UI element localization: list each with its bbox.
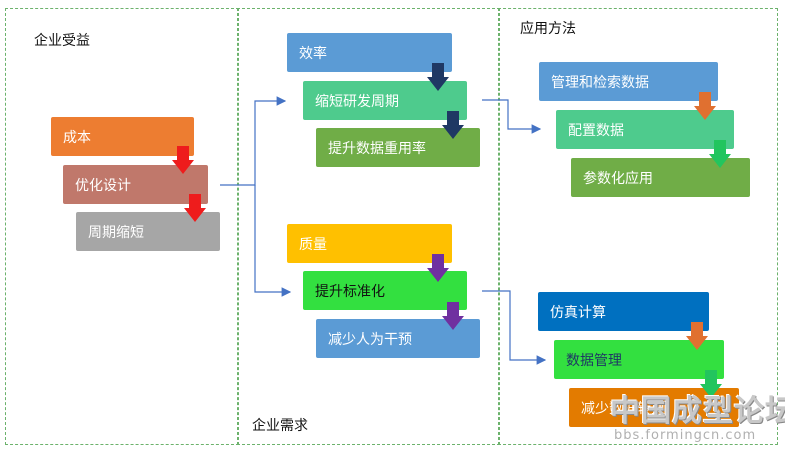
quality-to-sim-method-connector xyxy=(482,290,547,365)
down-arrow-icon xyxy=(427,63,449,91)
needs-panel xyxy=(237,8,500,445)
down-arrow-icon xyxy=(172,146,194,174)
benefit-optimize-design-box: 优化设计 xyxy=(63,165,208,204)
efficiency-box: 效率 xyxy=(287,33,452,72)
quality-box: 质量 xyxy=(287,224,452,263)
down-arrow-icon xyxy=(694,92,716,120)
needs-panel-title: 企业需求 xyxy=(252,418,308,434)
improve-data-reuse-box: 提升数据重用率 xyxy=(316,128,480,167)
benefits-to-quality-connector xyxy=(254,185,292,297)
down-arrow-icon xyxy=(686,322,708,350)
benefits-panel-title: 企业受益 xyxy=(34,33,90,49)
benefit-cost-box: 成本 xyxy=(51,117,194,156)
benefits-panel xyxy=(5,8,239,445)
watermark-url: bbs.formingcn.com xyxy=(614,428,757,443)
down-arrow-icon xyxy=(700,370,722,398)
simulation-computation-box: 仿真计算 xyxy=(538,292,709,331)
watermark-logo: 中国成型论坛 xyxy=(610,394,785,429)
methods-panel xyxy=(498,8,778,445)
down-arrow-icon xyxy=(442,111,464,139)
manage-retrieve-data-box: 管理和检索数据 xyxy=(539,62,718,101)
methods-panel-title: 应用方法 xyxy=(520,21,576,37)
down-arrow-icon xyxy=(709,140,731,168)
efficiency-to-data-method-connector xyxy=(482,99,542,134)
down-arrow-icon xyxy=(427,254,449,282)
down-arrow-icon xyxy=(442,302,464,330)
down-arrow-icon xyxy=(184,194,206,222)
benefits-to-needs-connector xyxy=(220,96,287,186)
